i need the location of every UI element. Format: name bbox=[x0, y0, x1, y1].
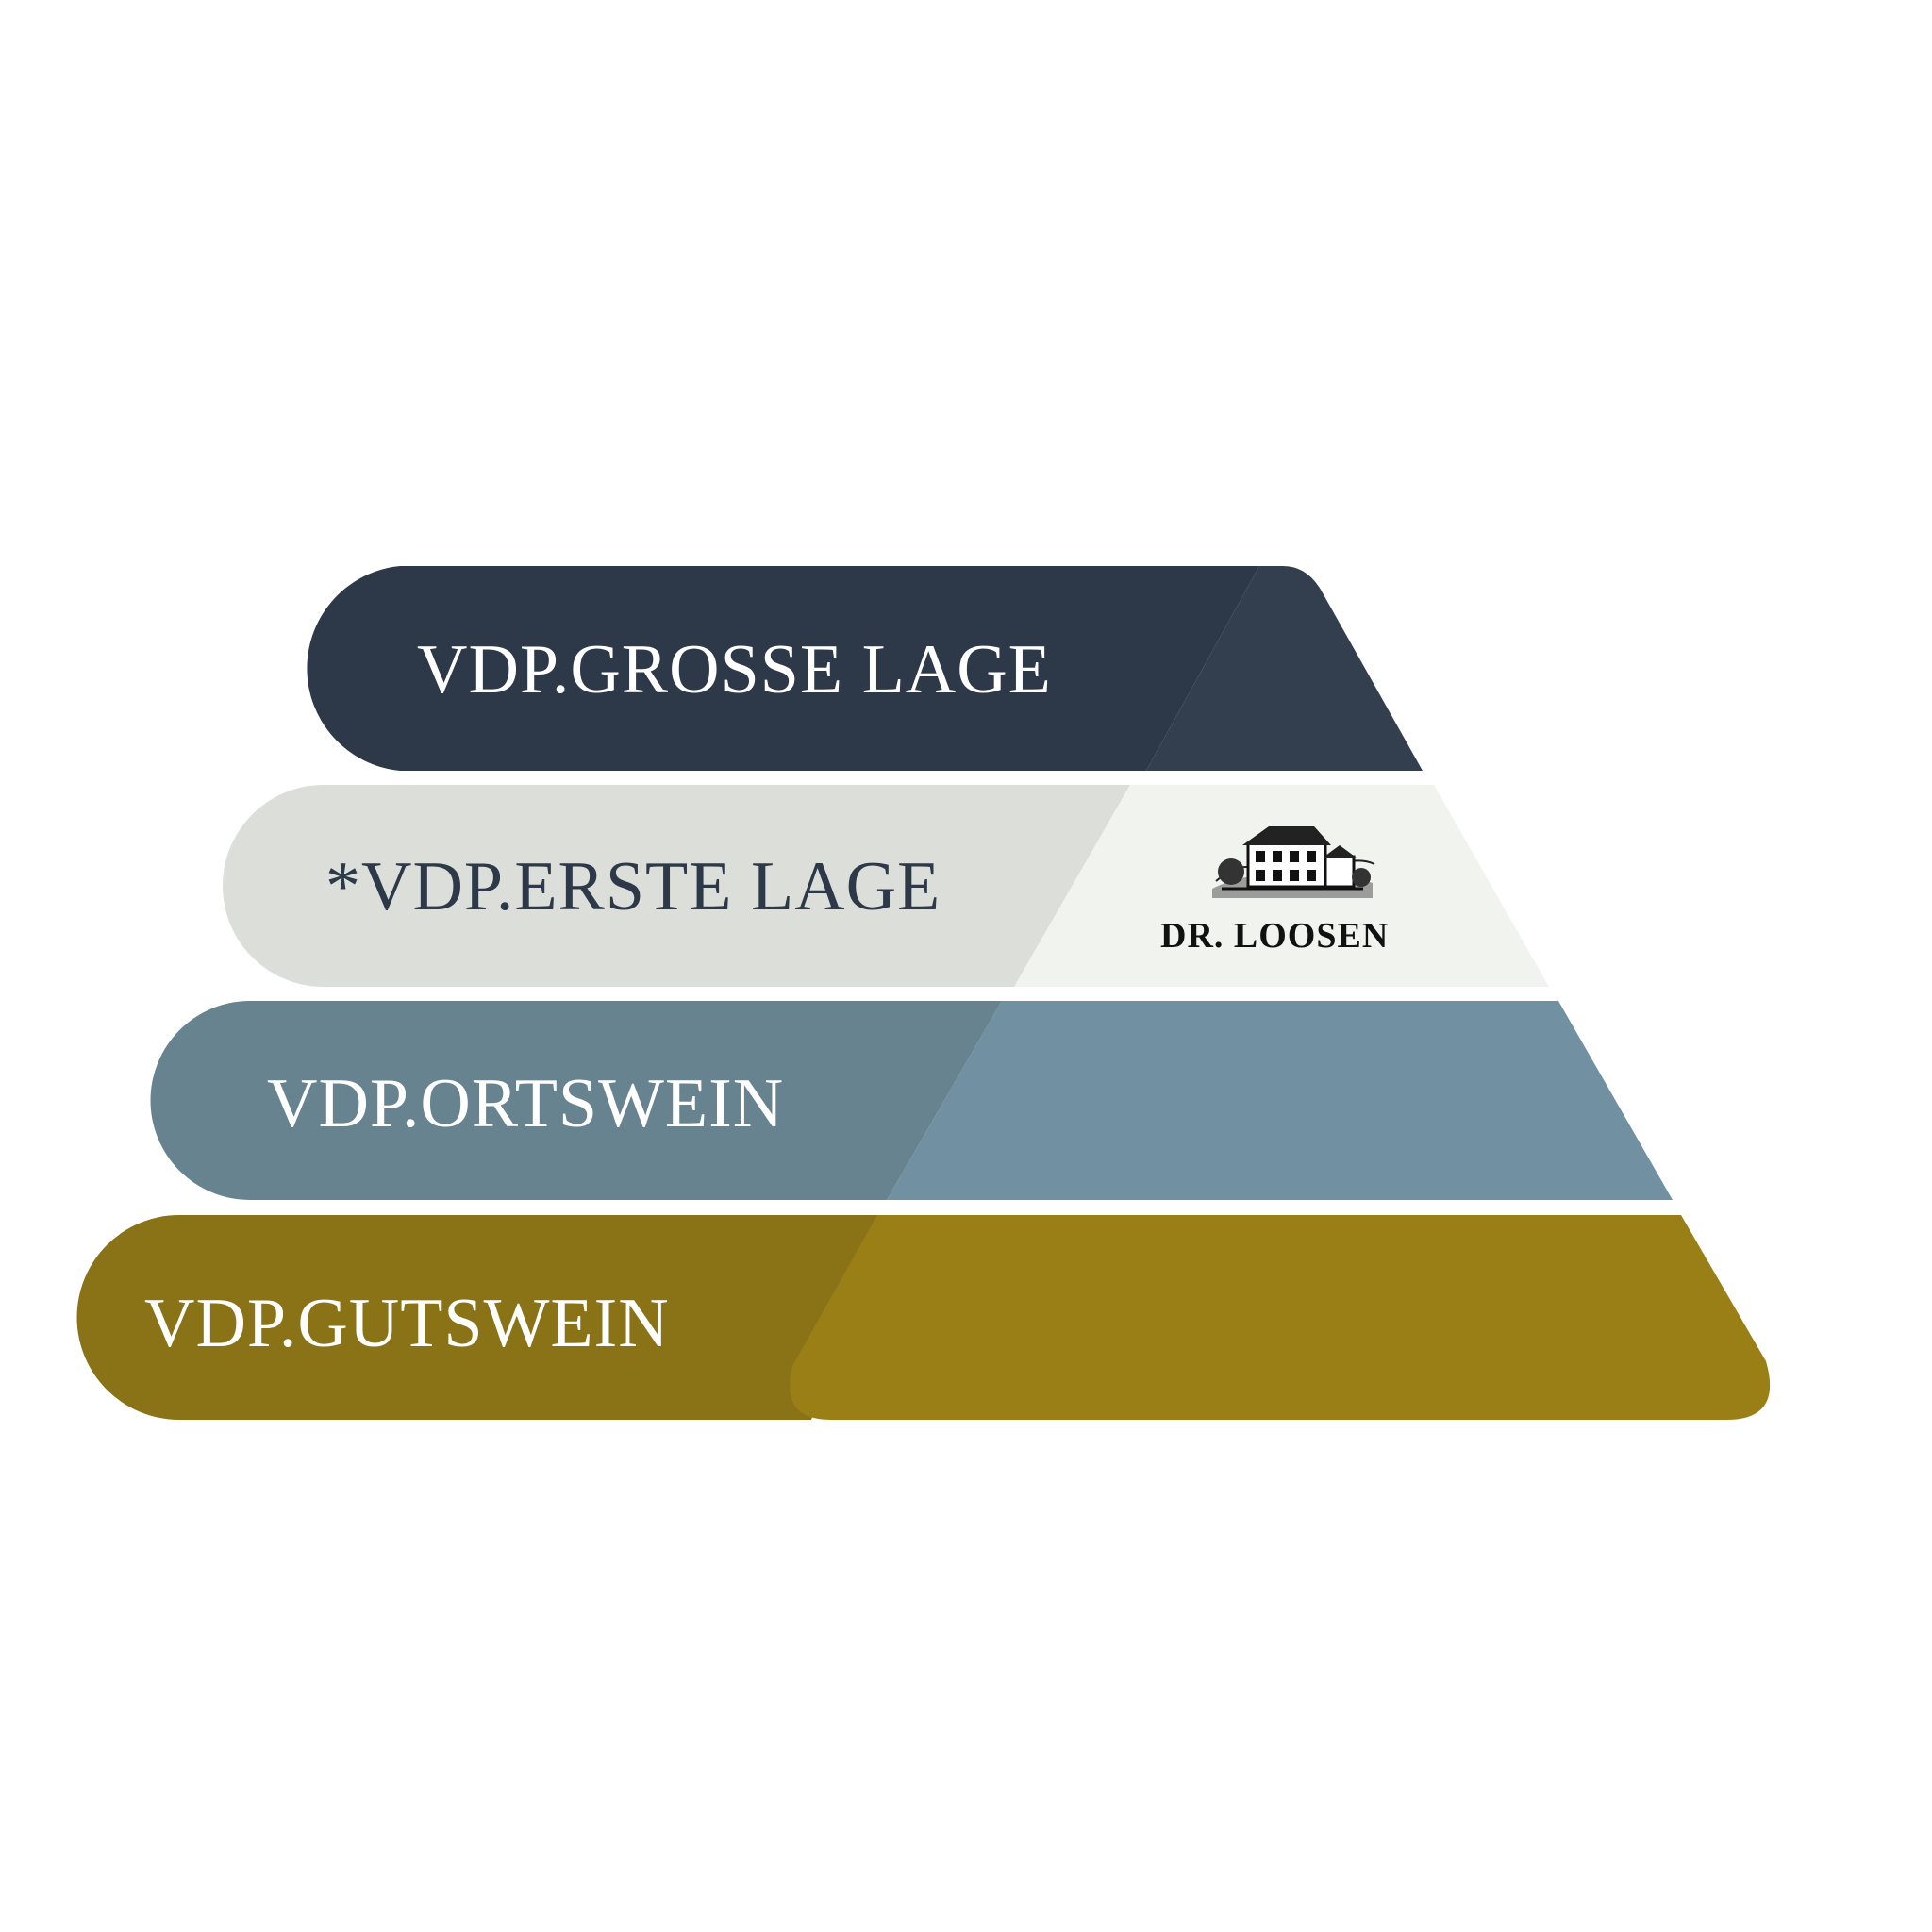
tier-ortswein-right-facet bbox=[887, 1001, 1673, 1200]
tier-ortswein-left-band bbox=[150, 1001, 1003, 1200]
tier-erste-lage-label: *VDP.ERSTE LAGE bbox=[325, 848, 941, 925]
tier-grosse-lage-right-facet bbox=[1146, 566, 1423, 771]
tier-grosse-lage: VDP.GROSSE LAGE bbox=[307, 566, 1423, 771]
tier-grosse-lage-label: VDP.GROSSE LAGE bbox=[417, 631, 1052, 708]
tier-erste-lage: *VDP.ERSTE LAGE bbox=[223, 785, 1549, 987]
tier-gutswein: VDP.GUTSWEIN bbox=[76, 1215, 1771, 1420]
dr-loosen-logo-text: DR. LOOSEN bbox=[1160, 916, 1389, 956]
tier-ortswein-label: VDP.ORTSWEIN bbox=[267, 1065, 784, 1142]
dr-loosen-logo: DR. LOOSEN bbox=[1160, 826, 1389, 956]
estate-house-icon bbox=[1212, 826, 1375, 898]
tier-grosse-lage-left-band bbox=[307, 566, 1259, 771]
tier-gutswein-label: VDP.GUTSWEIN bbox=[144, 1285, 670, 1362]
tier-erste-lage-left-band bbox=[223, 785, 1130, 987]
tier-gutswein-left-band bbox=[76, 1215, 877, 1420]
tier-gutswein-right-facet bbox=[790, 1215, 1771, 1420]
tier-ortswein: VDP.ORTSWEIN bbox=[150, 1001, 1673, 1200]
